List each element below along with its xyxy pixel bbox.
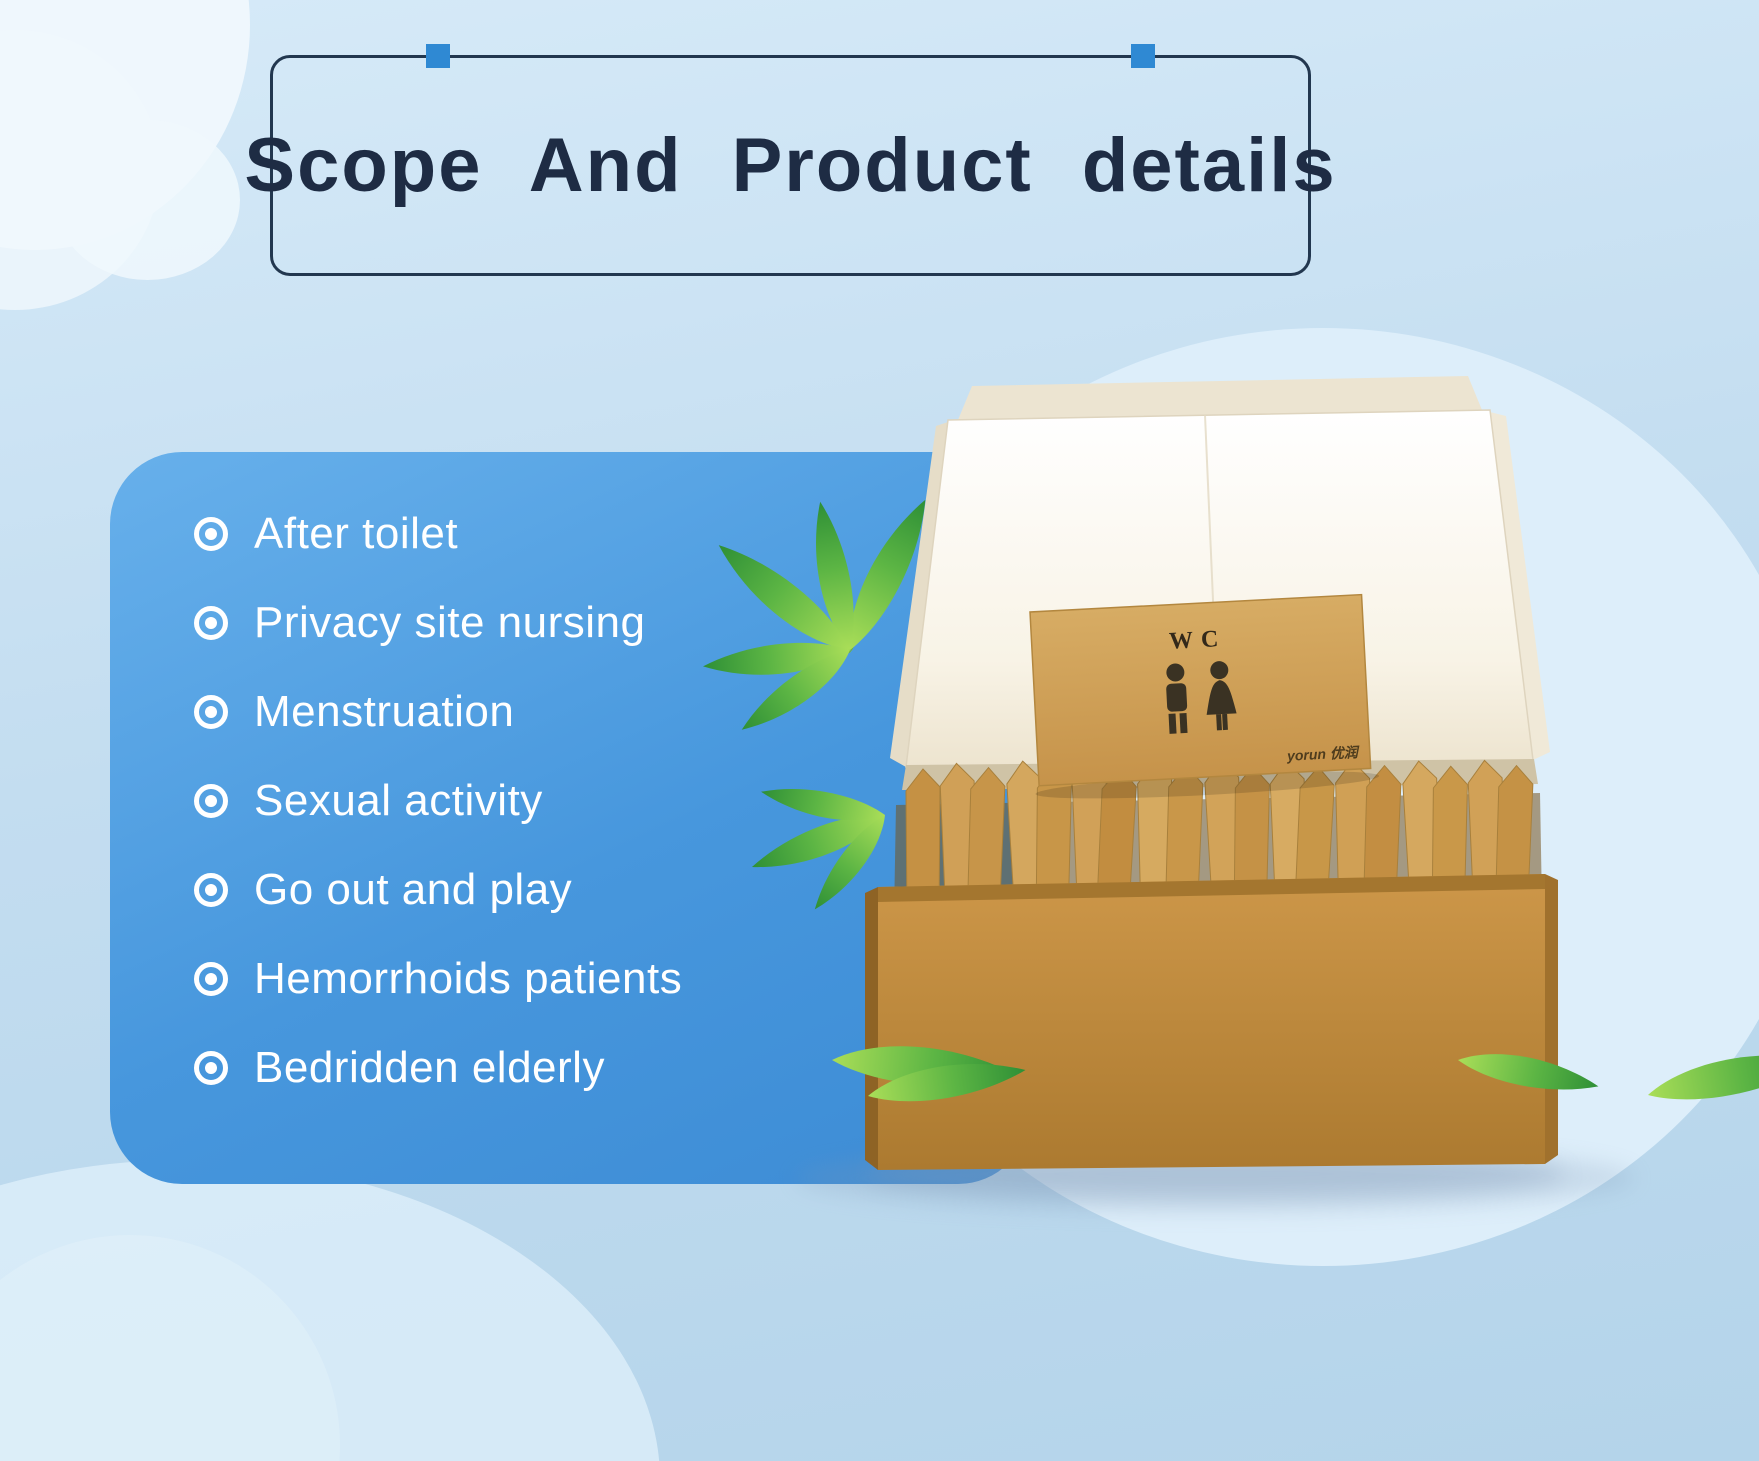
box-side-right bbox=[1545, 874, 1558, 1164]
list-item: Menstruation bbox=[194, 688, 990, 736]
page-title: Scope And Product details bbox=[244, 123, 1337, 208]
list-item: Go out and play bbox=[194, 866, 990, 914]
wc-label: WC bbox=[1168, 626, 1227, 655]
decor-square-left bbox=[426, 44, 450, 68]
bamboo-leaf bbox=[1644, 1043, 1759, 1110]
wc-packet-shadow bbox=[1035, 771, 1380, 799]
bullet-icon bbox=[194, 695, 228, 729]
scope-list: After toilet Privacy site nursing Menstr… bbox=[110, 452, 1030, 1092]
list-item-label: Privacy site nursing bbox=[254, 598, 646, 647]
list-item: Hemorrhoids patients bbox=[194, 955, 990, 1003]
list-item-label: Sexual activity bbox=[254, 776, 543, 825]
bullet-icon bbox=[194, 606, 228, 640]
list-item: After toilet bbox=[194, 510, 990, 558]
brand-logo: yorun 优润 bbox=[1286, 744, 1362, 764]
bamboo-branch-left bbox=[701, 492, 942, 917]
box-side-left bbox=[865, 887, 878, 1170]
box-body bbox=[865, 874, 1558, 1170]
list-item: Sexual activity bbox=[194, 777, 990, 825]
list-item-label: Go out and play bbox=[254, 865, 573, 914]
cloud-decoration-top-left-3 bbox=[55, 120, 240, 280]
bullet-icon bbox=[194, 873, 228, 907]
list-item-label: Menstruation bbox=[254, 687, 515, 736]
list-item-label: Hemorrhoids patients bbox=[254, 954, 683, 1003]
title-box: Scope And Product details bbox=[244, 44, 1335, 276]
box-front-lip bbox=[878, 874, 1545, 902]
list-item-label: After toilet bbox=[254, 509, 459, 558]
restroom-pictograms bbox=[1166, 661, 1237, 734]
list-item: Bedridden elderly bbox=[194, 1044, 990, 1092]
bullet-icon bbox=[194, 1051, 228, 1085]
box-front-face bbox=[878, 874, 1545, 1170]
decor-square-right bbox=[1131, 44, 1155, 68]
wc-packet: WC yorun 优润 bbox=[1029, 593, 1380, 799]
wc-packet-face bbox=[1029, 593, 1372, 787]
man-icon bbox=[1166, 663, 1188, 734]
product-photo: WC yorun 优润 bbox=[701, 376, 1759, 1212]
list-item: Privacy site nursing bbox=[194, 599, 990, 647]
bullet-icon bbox=[194, 517, 228, 551]
lid-far-flap bbox=[958, 376, 1482, 420]
lid-side-right bbox=[1490, 412, 1550, 760]
bullet-icon bbox=[194, 784, 228, 818]
lid-side-left bbox=[890, 422, 948, 767]
list-item-label: Bedridden elderly bbox=[254, 1043, 605, 1092]
woman-icon bbox=[1206, 661, 1237, 731]
bullet-icon bbox=[194, 962, 228, 996]
